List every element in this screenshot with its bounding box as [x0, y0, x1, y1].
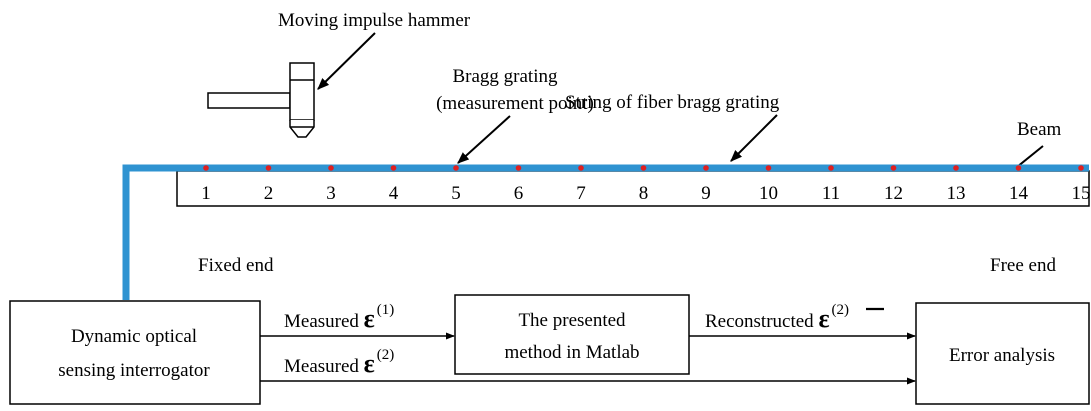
string-pointer-arrow	[730, 114, 778, 162]
method-box	[454, 294, 690, 375]
bragg-label-line1: Bragg grating	[452, 66, 558, 87]
point-number: 1	[201, 183, 211, 204]
measured2-symbol: ε	[364, 349, 375, 378]
point-number: 7	[576, 183, 586, 204]
interrogator-label-line2: sensing interrogator	[58, 360, 210, 381]
string-label: String of fiber bragg grating	[565, 92, 780, 113]
grating-dot	[703, 165, 709, 171]
grating-dot	[265, 165, 272, 171]
point-number: 5	[451, 183, 461, 204]
error-label: Error analysis	[949, 345, 1055, 366]
grating-dot	[890, 165, 897, 171]
measured2-superscript: (2)	[377, 347, 395, 363]
hammer-pointer-arrow	[317, 32, 376, 90]
grating-dot	[1078, 165, 1084, 171]
reconstructed-superscript: (2)	[832, 302, 850, 318]
fixed-end-label: Fixed end	[198, 255, 274, 276]
hammer-label: Moving impulse hammer	[278, 10, 471, 31]
method-label-line1: The presented	[518, 310, 626, 331]
measured2-text: Measured	[284, 356, 364, 377]
grating-dot	[828, 165, 834, 171]
measured1-text: Measured	[284, 311, 364, 332]
reconstructed-text: Reconstructed	[705, 311, 818, 332]
grating-dot	[515, 165, 522, 171]
free-end-label: Free end	[990, 255, 1056, 276]
point-number: 12	[884, 183, 903, 204]
reconstructed-symbol: ε	[818, 304, 829, 333]
measured1-superscript: (1)	[377, 302, 395, 318]
point-number: 8	[639, 183, 649, 204]
grating-dot	[1015, 165, 1022, 171]
point-number: 9	[701, 183, 711, 204]
interrogator-box	[9, 300, 261, 405]
point-number: 15	[1072, 183, 1091, 204]
measured1-label: Measured ε(1)	[284, 302, 394, 333]
bragg-label-line2: (measurement point)	[436, 93, 594, 114]
point-number: 11	[822, 183, 840, 204]
grating-dot	[453, 165, 459, 171]
grating-points	[203, 165, 1084, 171]
point-number: 13	[947, 183, 966, 204]
hammer-icon	[207, 62, 315, 138]
point-number: 6	[514, 183, 524, 204]
grating-dot	[390, 165, 397, 171]
grating-dot	[203, 165, 209, 171]
grating-dot	[328, 165, 334, 171]
reconstructed-label: Reconstructed ε(2)	[705, 302, 849, 333]
point-number: 10	[759, 183, 778, 204]
beam-label: Beam	[1017, 119, 1062, 140]
point-number: 4	[389, 183, 399, 204]
grating-dot	[640, 165, 647, 171]
grating-dot	[578, 165, 584, 171]
error-box	[915, 302, 1090, 405]
beam	[176, 170, 1090, 207]
grating-dot	[765, 165, 772, 171]
point-number: 3	[326, 183, 336, 204]
interrogator-label-line1: Dynamic optical	[71, 326, 197, 347]
measured1-symbol: ε	[364, 304, 375, 333]
bragg-pointer-arrow	[457, 115, 511, 164]
point-number: 14	[1009, 183, 1029, 204]
method-label-line2: method in Matlab	[504, 342, 639, 363]
grating-dot	[953, 165, 959, 171]
measured2-label: Measured ε(2)	[284, 347, 394, 378]
point-number: 2	[264, 183, 274, 204]
